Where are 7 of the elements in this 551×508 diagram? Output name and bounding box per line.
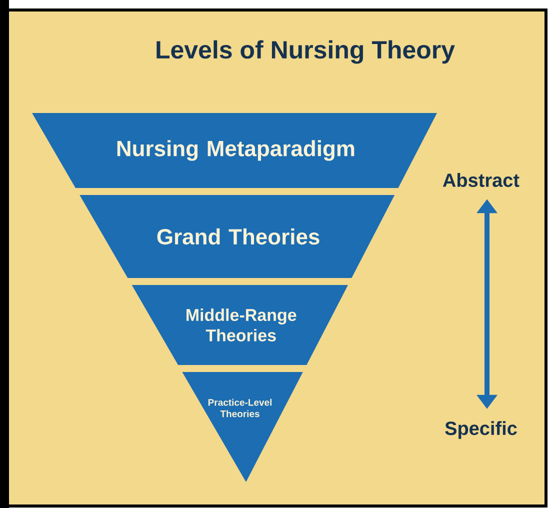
axis-label: Abstract [442, 173, 520, 187]
title: Levels of Nursing Theory [156, 40, 455, 64]
pyramid-band: Nursing Metaparadigm [32, 113, 437, 188]
pyramid-band: Grand Theories [80, 195, 395, 278]
axis-label: Specific [445, 421, 517, 439]
pyramid-band: Middle-Range Theories [132, 285, 348, 365]
pyramid-band: Practice-Level Theories [182, 372, 303, 482]
